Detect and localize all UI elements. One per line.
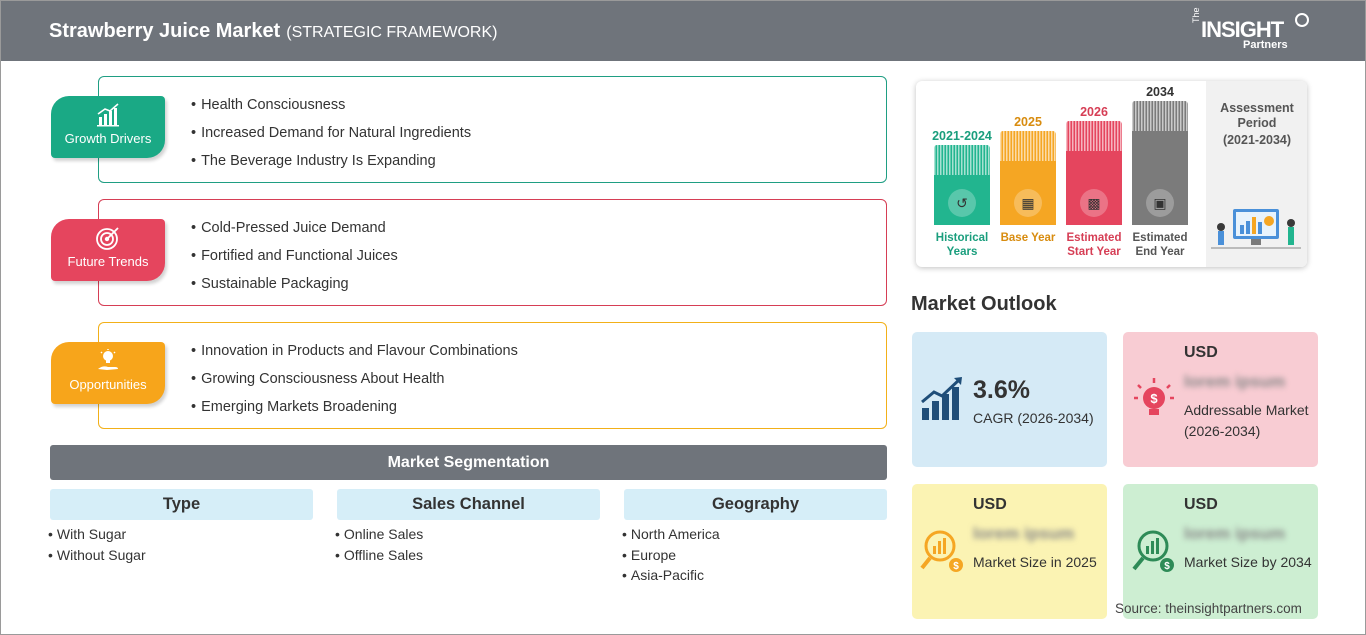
stripe-pattern [1066,121,1122,151]
opportunities-box: Innovation in Products and Flavour Combi… [98,322,887,429]
list-item: Emerging Markets Broadening [191,399,518,427]
future-trends-list: Cold-Pressed Juice Demand Fortified and … [191,220,398,304]
list-item: Asia-Pacific [622,567,720,588]
future-trends-box: Cold-Pressed Juice Demand Fortified and … [98,199,887,306]
logo-the: The [1191,7,1201,23]
growth-drivers-list: Health Consciousness Increased Demand fo… [191,97,471,181]
list-item: North America [622,526,720,547]
list-item: The Beverage Industry Is Expanding [191,153,471,181]
presentation-icon: ▩ [1080,189,1108,217]
logo-sub: Partners [1243,39,1288,51]
size2034-value-blurred: lorem ipsum [1184,524,1286,543]
addressable-currency: USD [1184,344,1218,361]
market-outlook-title: Market Outlook [911,293,1057,315]
list-item: Sustainable Packaging [191,276,398,304]
analytics-people-illustration-icon [1211,209,1301,249]
lightbulb-hand-icon [98,349,118,370]
addressable-market-card: $ USD lorem ipsum Addressable Market (20… [1123,332,1318,467]
size2025-currency: USD [973,496,1007,513]
list-item: Fortified and Functional Juices [191,248,398,276]
assessment-period-label: Assessment Period [1220,101,1294,130]
end-column: ▣ [1132,101,1188,225]
monitor-chart-icon: ▣ [1146,189,1174,217]
magnifier-chart-icon: $ [920,530,963,572]
page-subtitle: (STRATEGIC FRAMEWORK) [286,24,498,41]
segment-type-header: Type [50,489,313,520]
logo-main: INSIGHT [1201,17,1284,42]
assessment-period-range: (2021-2034) [1222,133,1292,147]
list-item: With Sugar [48,526,146,547]
list-item: Increased Demand for Natural Ingredients [191,125,471,153]
calendar-icon: ▦ [1014,189,1042,217]
segment-geography-header: Geography [624,489,887,520]
segment-sales-channel-list: Online Sales Offline Sales [335,526,423,567]
start-column: ▩ [1066,121,1122,225]
stripe-pattern [934,145,990,175]
opportunities-badge: Opportunities [51,342,165,404]
size2025-description: Market Size in 2025 [973,554,1097,570]
history-clock-icon: ↺ [948,189,976,217]
end-label: Estimated End Year [1132,232,1188,258]
size2034-currency: USD [1184,496,1218,513]
list-item: Without Sugar [48,547,146,568]
historical-year: 2021-2024 [932,129,992,143]
assessment-period-card: 2021-2024 ↺ Historical Years 2025 ▦ Base… [916,81,1307,267]
list-item: Offline Sales [335,547,423,568]
page-title: Strawberry Juice Market (STRATEGIC FRAMEW… [49,20,497,43]
base-label: Base Year [1000,232,1056,244]
addressable-value-blurred: lorem ipsum [1184,372,1286,391]
stripe-pattern [1000,131,1056,161]
list-item: Growing Consciousness About Health [191,371,518,399]
growth-drivers-badge: Growth Drivers [51,96,165,158]
future-trends-label: Future Trends [67,254,149,269]
market-size-2025-card: $ USD lorem ipsum Market Size in 2025 [912,484,1107,619]
list-item: Innovation in Products and Flavour Combi… [191,343,518,371]
cagr-card: 3.6% CAGR (2026-2034) [912,332,1107,467]
segment-sales-channel-header: Sales Channel [337,489,600,520]
source-text: Source: theinsightpartners.com [1115,601,1302,616]
future-trends-badge: Future Trends [51,219,165,281]
magnifier-chart-icon: $ [1132,530,1174,572]
start-label: Estimated Start Year [1066,232,1122,258]
opportunities-label: Opportunities [69,377,147,392]
list-item: Online Sales [335,526,423,547]
end-year: 2034 [1146,85,1174,99]
list-item: Health Consciousness [191,97,471,125]
historical-label: Historical Years [935,232,989,258]
segment-type-list: With Sugar Without Sugar [48,526,146,567]
title-text: Strawberry Juice Market [49,20,281,42]
opportunities-list: Innovation in Products and Flavour Combi… [191,343,518,427]
header-bar: Strawberry Juice Market (STRATEGIC FRAMEW… [1,1,1365,61]
svg-text:$: $ [1150,391,1158,406]
growth-drivers-box: Health Consciousness Increased Demand fo… [98,76,887,183]
list-item: Europe [622,547,720,568]
svg-text:$: $ [953,561,959,572]
base-column: ▦ [1000,131,1056,225]
cagr-description: CAGR (2026-2034) [973,410,1094,426]
size2025-value-blurred: lorem ipsum [973,524,1075,543]
base-year: 2025 [1014,115,1042,129]
svg-text:$: $ [1164,561,1170,572]
start-year: 2026 [1080,105,1108,119]
growth-chart-icon [921,377,962,420]
addressable-description: Addressable Market (2026-2034) [1184,402,1309,439]
segment-geography-list: North America Europe Asia-Pacific [622,526,720,588]
cagr-value: 3.6% [973,376,1030,404]
logo-ring-icon [1295,13,1309,27]
market-size-2034-card: $ USD lorem ipsum Market Size by 2034 [1123,484,1318,619]
growth-drivers-label: Growth Drivers [64,131,152,146]
lightbulb-dollar-icon: $ [1134,378,1174,415]
size2034-description: Market Size by 2034 [1184,554,1312,570]
historical-column: ↺ [934,145,990,225]
stripe-pattern [1132,101,1188,131]
bar-chart-growth-icon [97,103,119,127]
market-segmentation-bar: Market Segmentation [50,445,887,480]
insight-partners-logo: The INSIGHT Partners [1191,7,1321,53]
list-item: Cold-Pressed Juice Demand [191,220,398,248]
target-icon [96,227,119,250]
